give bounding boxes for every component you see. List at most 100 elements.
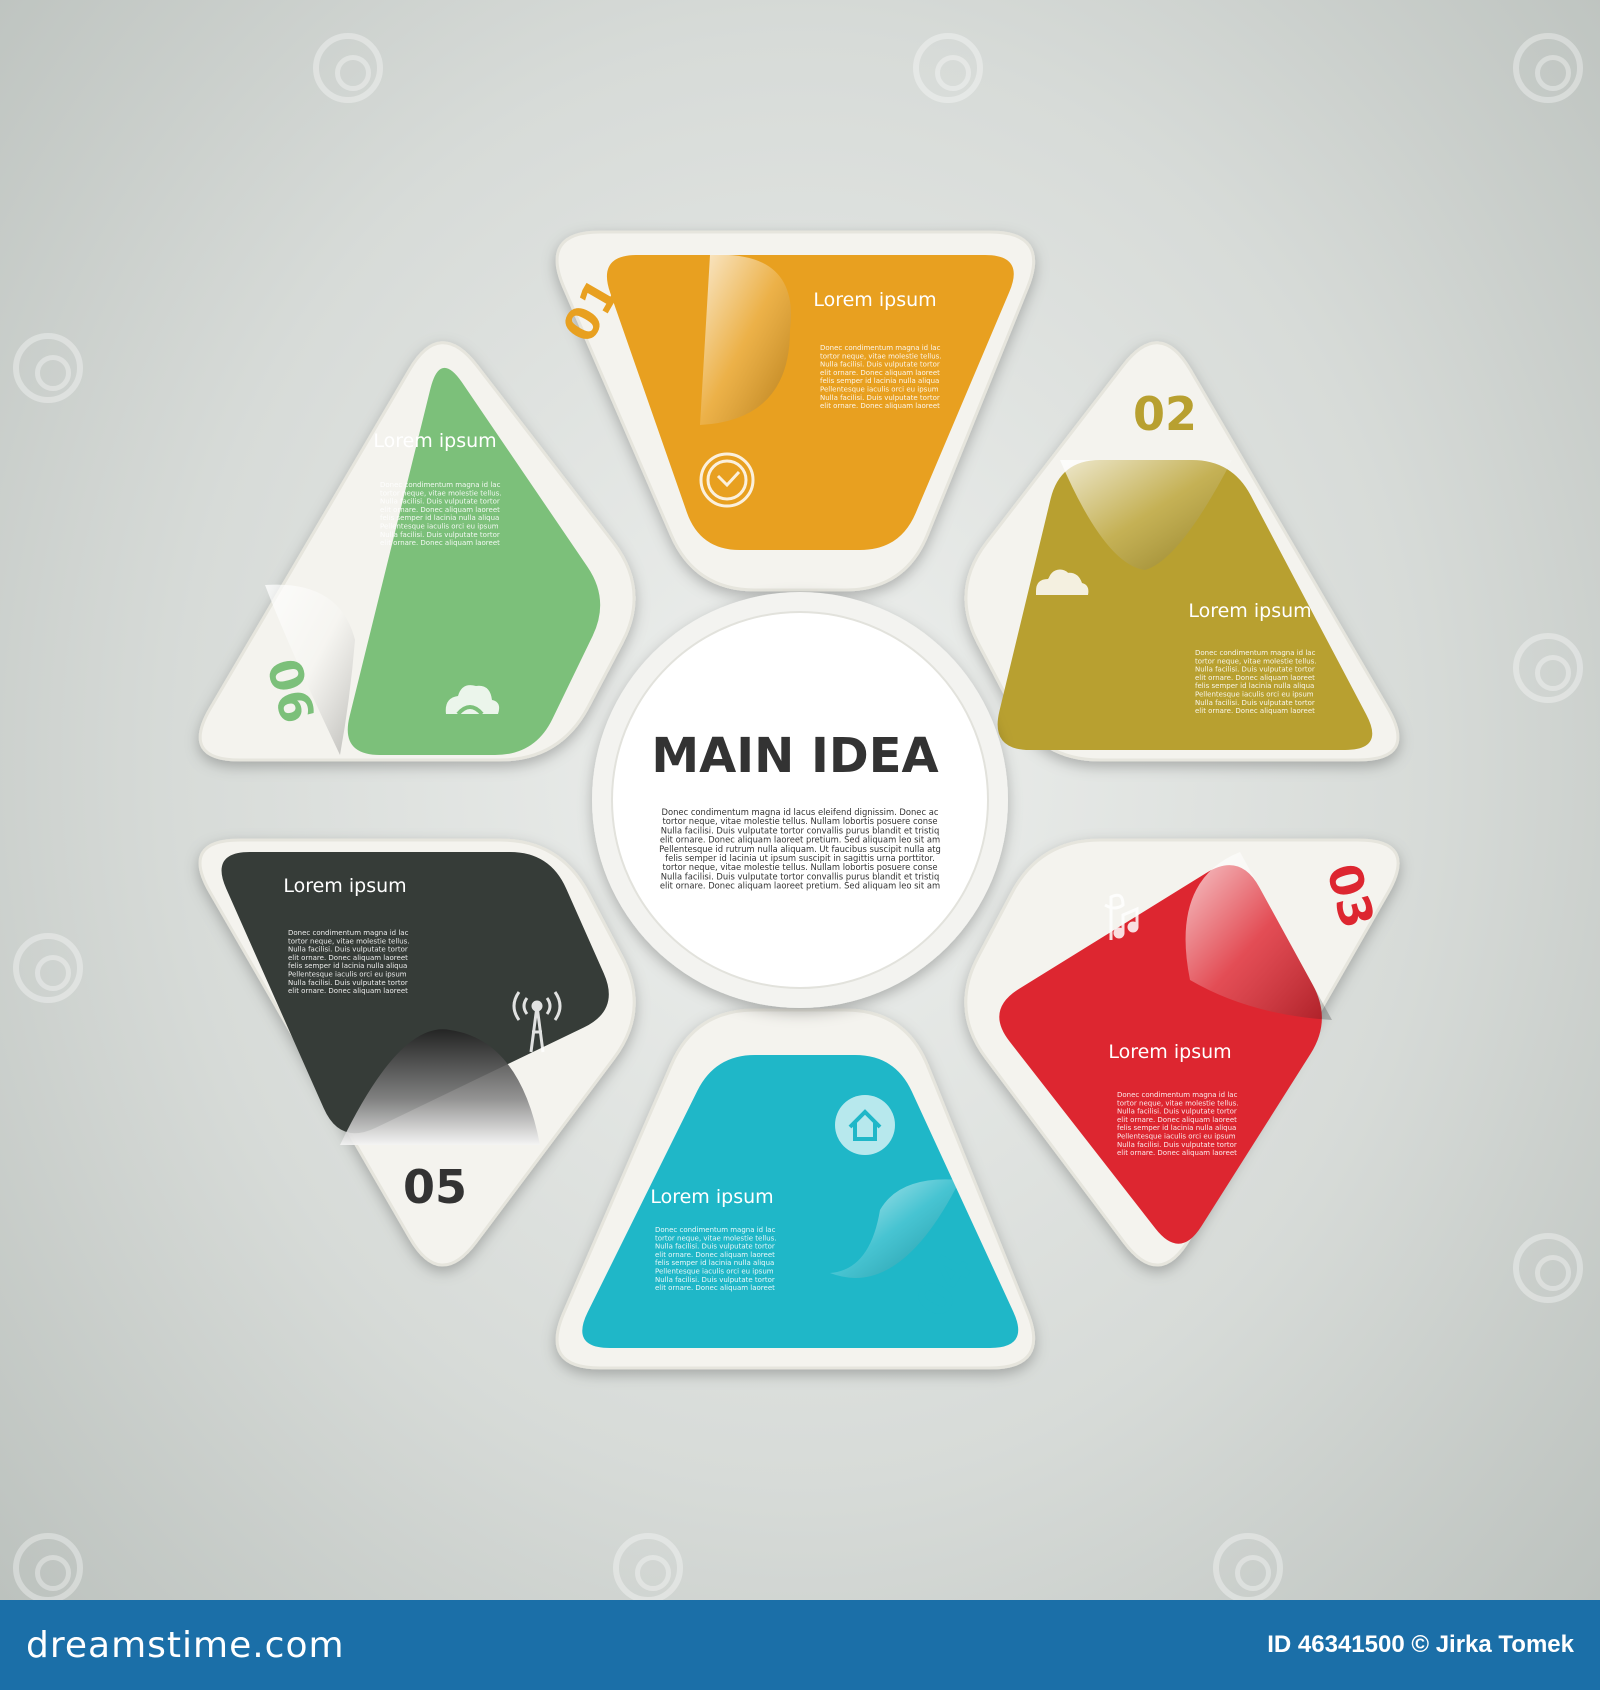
watermark-logo [1513, 633, 1583, 703]
main-idea-text: Donec condimentum magna id lacus eleifen… [659, 807, 941, 891]
segment-number: 05 [403, 1160, 467, 1214]
segment-fill [582, 1055, 1019, 1348]
segment-text-line: Donec condimentum magna id lac [1117, 1091, 1238, 1099]
image-credit: ID 46341500 © Jirka Tomek [1267, 1631, 1574, 1658]
segment-text-line: Nulla facilisi. Duis vulputate tortor [820, 361, 940, 369]
segment-text-line: elit ornare. Donec aliquam laoreet [1117, 1149, 1237, 1157]
main-text-line: felis semper id lacinia ut ipsum suscipi… [665, 853, 935, 863]
segment-text-line: tortor neque, vitae molestie tellus. [1117, 1099, 1239, 1107]
segment-title: Lorem ipsum [650, 1186, 773, 1208]
segment-text-line: Nulla facilisi. Duis vulputate tortor [288, 946, 408, 954]
main-text-line: elit ornare. Donec aliquam laoreet preti… [660, 835, 940, 845]
segment-text-line: Nulla facilisi. Duis vulputate tortor [1195, 666, 1315, 674]
segment-text-line: felis semper id lacinia nulla aliqua [820, 377, 939, 385]
segment-text-line: tortor neque, vitae molestie tellus. [655, 1234, 777, 1242]
segment-text-line: Nulla facilisi. Duis vulputate tortor [655, 1276, 775, 1284]
watermark-logo [13, 933, 83, 1003]
antenna-icon [512, 991, 562, 1053]
segment-text-line: Nulla facilisi. Duis vulputate tortor [820, 394, 940, 402]
segment-text-line: Nulla facilisi. Duis vulputate tortor [655, 1243, 775, 1251]
main-idea-title: MAIN IDEA [651, 728, 938, 784]
segment-text-line: Nulla facilisi. Duis vulputate tortor [380, 498, 500, 506]
segment-text-line: Nulla facilisi. Duis vulputate tortor [288, 979, 408, 987]
home-icon [835, 1095, 895, 1155]
music-notes-icon [1104, 893, 1139, 940]
segment-text-line: tortor neque, vitae molestie tellus. [820, 352, 942, 360]
watermark-logo [1513, 33, 1583, 103]
watermark-logo [913, 33, 983, 103]
sun-cloud-icon [1036, 569, 1089, 595]
segment-text-line: Nulla facilisi. Duis vulputate tortor [1117, 1141, 1237, 1149]
page-curl [1060, 460, 1232, 570]
segment-text-line: Nulla facilisi. Duis vulputate tortor [1195, 699, 1315, 707]
segment-text-line: Pellentesque iaculis orci eu ipsum [288, 971, 407, 979]
page-curl [265, 584, 355, 755]
segment-text-line: elit ornare. Donec aliquam laoreet [1195, 674, 1315, 682]
main-text-line: Donec condimentum magna id lacus eleifen… [662, 807, 939, 817]
segment-text-line: Donec condimentum magna id lac [820, 344, 941, 352]
segment-text-line: elit ornare. Donec aliquam laoreet [820, 369, 940, 377]
segment-text-line: elit ornare. Donec aliquam laoreet [655, 1251, 775, 1259]
segment-text-line: felis semper id lacinia nulla aliqua [380, 514, 499, 522]
main-text-line: Nulla facilisi. Duis vulputate tortor co… [661, 871, 940, 881]
segment-text-line: Pellentesque iaculis orci eu ipsum [380, 523, 499, 531]
segment-text-line: elit ornare. Donec aliquam laoreet [1117, 1116, 1237, 1124]
footer-bar: dreamstime.com ID 46341500 © Jirka Tomek [0, 1600, 1600, 1690]
segment-text-line: elit ornare. Donec aliquam laoreet [1195, 707, 1315, 715]
segment-text-line: felis semper id lacinia nulla aliqua [1195, 682, 1314, 690]
segment-text-line: felis semper id lacinia nulla aliqua [1117, 1124, 1236, 1132]
main-text-line: elit ornare. Donec aliquam laoreet preti… [660, 881, 940, 891]
segment-text-line: Donec condimentum magna id lac [655, 1226, 776, 1234]
segment-title: Lorem ipsum [373, 430, 496, 452]
segment-text-line: elit ornare. Donec aliquam laoreet [820, 402, 940, 410]
segment-text-line: tortor neque, vitae molestie tellus. [288, 937, 410, 945]
segment-text-line: elit ornare. Donec aliquam laoreet [380, 506, 500, 514]
main-text-line: tortor neque, vitae molestie tellus. Nul… [662, 862, 937, 872]
page-curl [1185, 852, 1332, 1020]
segment-text-line: Pellentesque iaculis orci eu ipsum [1195, 691, 1314, 699]
segment-text-line: Donec condimentum magna id lac [1195, 649, 1316, 657]
segment-text-line: felis semper id lacinia nulla aliqua [655, 1259, 774, 1267]
segment-text-line: Pellentesque iaculis orci eu ipsum [1117, 1133, 1236, 1141]
segment-number: 02 [1133, 387, 1197, 441]
center-circle: MAIN IDEA Donec condimentum magna id lac… [592, 592, 1008, 1008]
segment-title: Lorem ipsum [1188, 600, 1311, 622]
segment-text-line: felis semper id lacinia nulla aliqua [288, 962, 407, 970]
segment-title: Lorem ipsum [813, 289, 936, 311]
watermark-logo [1513, 1233, 1583, 1303]
page-curl [340, 1029, 540, 1145]
main-text-line: Pellentesque id rutrum nulla aliquam. Ut… [659, 844, 941, 854]
segment-text-line: Pellentesque iaculis orci eu ipsum [820, 386, 939, 394]
segment-text-line: elit ornare. Donec aliquam laoreet [655, 1284, 775, 1292]
dreamstime-logo: dreamstime.com [26, 1624, 345, 1666]
segment-fill [347, 367, 601, 755]
segment-text-line: Nulla facilisi. Duis vulputate tortor [380, 531, 500, 539]
segment-text-line: Donec condimentum magna id lac [288, 929, 409, 937]
clock-icon [699, 452, 755, 508]
watermark-logo [313, 33, 383, 103]
main-text-line: Nulla facilisi. Duis vulputate tortor co… [661, 825, 940, 835]
cloud-icon [445, 685, 500, 716]
segment-text-line: tortor neque, vitae molestie tellus. [1195, 657, 1317, 665]
segment-text-line: Nulla facilisi. Duis vulputate tortor [1117, 1108, 1237, 1116]
segment-fill [997, 460, 1373, 750]
segment-title: Lorem ipsum [1108, 1041, 1231, 1063]
watermark-logo [13, 333, 83, 403]
segment-text-line: elit ornare. Donec aliquam laoreet [288, 987, 408, 995]
segment-title: Lorem ipsum [283, 875, 406, 897]
segment-text-line: Pellentesque iaculis orci eu ipsum [655, 1268, 774, 1276]
page-curl [830, 1179, 960, 1278]
segment-text-line: elit ornare. Donec aliquam laoreet [288, 954, 408, 962]
segment-fill [221, 852, 609, 1134]
page-curl [700, 254, 791, 425]
main-text-line: tortor neque, vitae molestie tellus. Nul… [662, 816, 937, 826]
segment-text-line: tortor neque, vitae molestie tellus. [380, 489, 502, 497]
segment-text-line: Donec condimentum magna id lac [380, 481, 501, 489]
